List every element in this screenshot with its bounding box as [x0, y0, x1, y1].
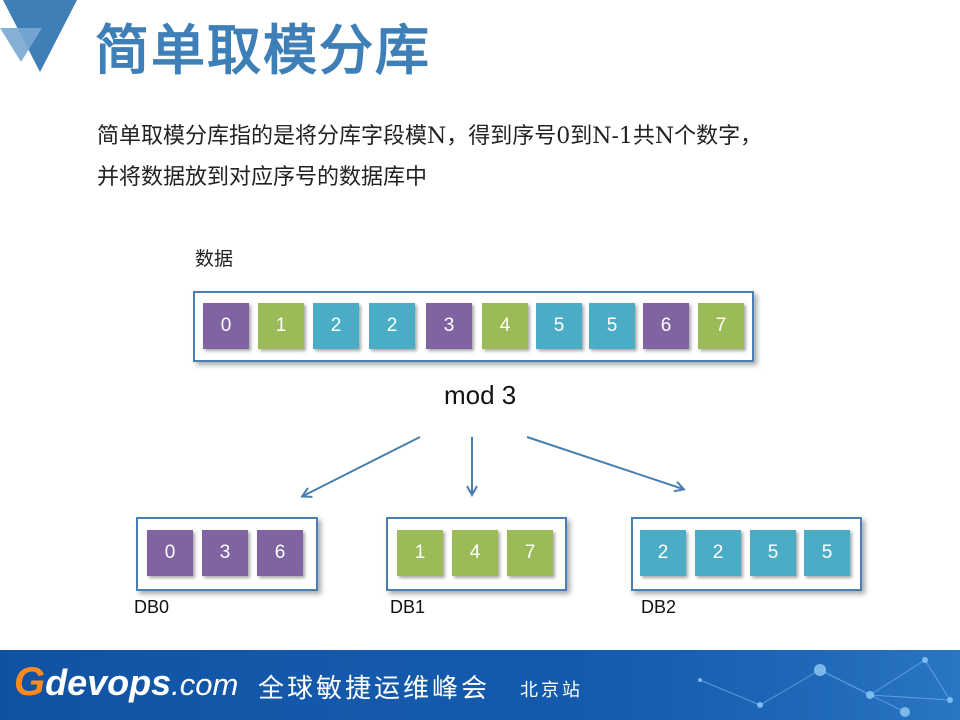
data-item: 6 [643, 303, 689, 349]
logo-triangle-icon [0, 0, 77, 72]
arrow-to-db0 [303, 436, 421, 496]
network-graphic-icon [0, 650, 960, 720]
arrow-to-db2 [526, 436, 683, 489]
brand-devops: devops [45, 662, 172, 703]
db0-item: 0 [147, 530, 193, 576]
brand-g: G [14, 660, 46, 704]
db1-label: DB1 [390, 597, 426, 617]
data-item: 3 [426, 303, 472, 349]
slide-title: 简单取模分库 [95, 19, 431, 82]
db0-container: 0 3 6 [136, 517, 318, 591]
data-item: 2 [313, 303, 359, 349]
db2-item: 2 [695, 530, 741, 576]
data-item: 4 [482, 303, 528, 349]
brand-com: .com [171, 667, 239, 702]
db1-item: 1 [397, 530, 443, 576]
db0-label: DB0 [134, 597, 170, 617]
db1-container: 1 4 7 [386, 517, 567, 591]
data-label: 数据 [195, 248, 234, 270]
db2-label: DB2 [641, 597, 677, 617]
data-item: 0 [203, 303, 249, 349]
brand-logo: Gdevops.com [14, 660, 238, 705]
footer-banner: Gdevops.com 全球敏捷运维峰会 北京站 [0, 650, 960, 720]
db2-item: 5 [804, 530, 850, 576]
db2-item: 2 [640, 530, 686, 576]
db1-item: 7 [507, 530, 553, 576]
db1-item: 4 [452, 530, 498, 576]
data-item: 2 [369, 303, 415, 349]
data-item: 5 [589, 303, 635, 349]
db0-item: 3 [202, 530, 248, 576]
footer-tagline: 全球敏捷运维峰会 [258, 674, 491, 704]
db2-container: 2 2 5 5 [631, 517, 862, 591]
footer-station: 北京站 [520, 680, 583, 701]
db0-item: 6 [257, 530, 303, 576]
db2-item: 5 [750, 530, 796, 576]
description-line-2: 并将数据放到对应序号的数据库中 [97, 165, 428, 190]
data-item: 1 [258, 303, 304, 349]
data-item: 7 [698, 303, 744, 349]
description-line-1: 简单取模分库指的是将分库字段模N，得到序号0到N-1共N个数字， [97, 124, 763, 149]
mod-operation-label: mod 3 [444, 380, 517, 410]
description: 简单取模分库指的是将分库字段模N，得到序号0到N-1共N个数字， 并将数据放到对… [97, 116, 897, 198]
data-item: 5 [536, 303, 582, 349]
data-container: 0 1 2 2 3 4 5 5 6 7 [193, 291, 754, 362]
